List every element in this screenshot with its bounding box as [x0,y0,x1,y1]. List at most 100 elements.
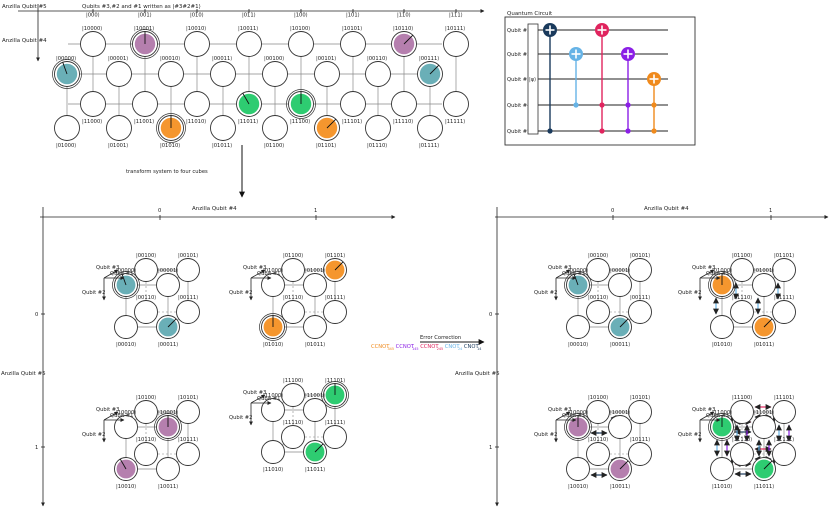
error-correction-op: CCNOT [420,344,439,350]
circuit-qubit-label: Qubit #5 [507,129,530,135]
qubit-circle [210,115,236,141]
cube-qubit [321,381,349,409]
qubit-circle [628,442,652,466]
cube-qubit [708,271,736,299]
top-qubit-11 [286,89,316,119]
cube-axis-label-q2: Qubit #2 [229,415,252,421]
error-correction-op-subscript: 145 [412,347,418,351]
top-qubit-00 [365,61,391,87]
top-qubit-00 [106,61,132,87]
cube-state-label: |00001⟩ [158,268,178,274]
cube-axis-q3 [103,411,119,421]
cube-axis-q3 [103,269,119,279]
cube-qubit [134,442,158,466]
top-qubit-10 [130,29,160,59]
cube-qubit [134,300,158,324]
qubit-circle [752,415,776,439]
qubit-circle [710,315,734,339]
cube-state-label: |01111⟩ [325,295,345,301]
error-correction-op: CCNOT [371,344,390,350]
gate-control-dot [547,128,553,134]
cube-qubit [752,457,776,481]
cube-state-label: |11100⟩ [283,378,303,384]
cube-qubit [176,300,200,324]
circuit-qubit-label: Qubit #4 [507,103,531,109]
qubit-circle [628,258,652,282]
cube-state-label: |01001⟩ [305,268,325,274]
cube: |00100⟩|00101⟩|00000⟩|00001⟩|00110⟩|0011… [82,253,200,348]
cube-qubit [628,442,652,466]
left-x-tick-label-0: 0 [158,208,161,214]
cube-qubit [608,457,632,481]
cube-state-label: |01000⟩ [712,268,732,274]
qubit-circle [176,400,200,424]
circuit-initial-state: |ψ⟩ [529,77,536,83]
qubit-phase-needle [763,318,773,328]
left-cubes: |00100⟩|00101⟩|00000⟩|00001⟩|00110⟩|0011… [82,253,349,490]
cube: |01100⟩|01101⟩|01000⟩|01001⟩|01110⟩|0111… [678,253,796,348]
cube-qubit [628,400,652,424]
cube-qubit [730,258,754,282]
qubit-circle [210,61,236,87]
qubit-phase-needle [429,64,440,75]
cube-state-label: |00101⟩ [630,253,650,259]
cube-state-label: |00100⟩ [136,253,156,259]
top-qubit-00 [210,61,236,87]
cube-state-label: |10101⟩ [178,395,198,401]
qubit-circle [586,258,610,282]
cube-state-label: |11001⟩ [754,410,774,416]
cube-axis-q3 [250,394,266,404]
cube-qubit [134,400,158,424]
cube-state-label: |01111⟩ [774,295,794,301]
qubit-circle [281,425,305,449]
bottom-row-label: |01110⟩ [367,143,387,149]
right-y-tick-label-1: 1 [489,445,492,451]
qubit-outer-ring [156,113,186,143]
top-col-label: |100⟩ [294,13,308,19]
cube-qubit [586,300,610,324]
top-row-label: |10010⟩ [186,26,206,32]
cube-axis-label-q3: Qubit #3 [692,407,715,413]
cube-axis-q3 [250,269,266,279]
top-col-label: |001⟩ [138,13,152,19]
top-column-ticks: |000⟩|001⟩|010⟩|011⟩|100⟩|101⟩|110⟩|111⟩ [86,9,463,19]
low-row-label: |11100⟩ [290,119,310,125]
cube-axis-label-q1: Qubit #1 [257,396,280,402]
error-correction-op: CNOT [445,344,461,350]
qubit-circle [80,91,106,117]
qubit-circle [566,457,590,481]
qubit-circle [443,31,469,57]
top-row-label: |10101⟩ [342,26,362,32]
cube-state-label: |00100⟩ [588,253,608,259]
top-qubit-00 [314,61,340,87]
qubit-outer-ring [130,29,160,59]
cube-qubit [323,300,347,324]
cube-qubit [628,258,652,282]
cube-axis-label-q2: Qubit #2 [82,432,105,438]
cube: |00100⟩|00101⟩|00000⟩|00001⟩|00110⟩|0011… [534,253,652,348]
qubit-circle [391,91,417,117]
cube-qubit [772,258,796,282]
cube-state-label: |11011⟩ [305,467,325,473]
top-qubit-10 [340,31,366,57]
top-qubit-01 [314,115,340,141]
top-qubit-11 [236,91,262,117]
cube-qubit [114,415,138,439]
cube-state-label: |11111⟩ [325,420,345,426]
qubit-circle [772,300,796,324]
cube-axis-label-q3: Qubit #3 [96,407,119,413]
top-col-label: |101⟩ [346,13,360,19]
qubit-circle [303,398,327,422]
qubit-phase-needle [62,62,68,75]
top-qubit-10 [236,31,262,57]
qubit-circle [156,457,180,481]
qubit-phase-needle [403,34,414,45]
bottom-row-label: |01000⟩ [56,143,76,149]
cube-qubit [323,258,347,282]
qubit-circle [281,258,305,282]
transform-label: transform system to four cubes [126,169,208,175]
top-row-label: |10001⟩ [134,26,154,32]
cube-axis-label-q2: Qubit #2 [678,432,701,438]
